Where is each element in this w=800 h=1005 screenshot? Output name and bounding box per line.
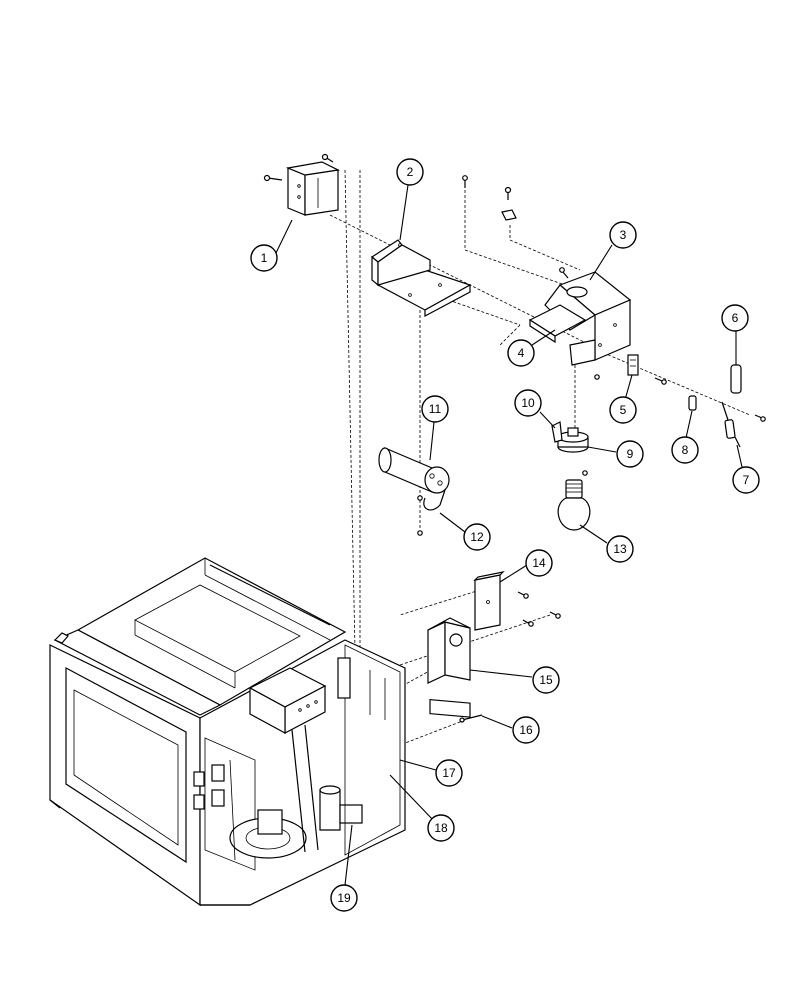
part-strap-12 <box>417 489 446 536</box>
callout-text: 1 <box>261 251 268 265</box>
callout-text: 17 <box>442 766 456 780</box>
callout-text: 6 <box>732 311 739 325</box>
callout-11: 11 <box>421 395 449 423</box>
callout-2: 2 <box>396 158 424 186</box>
part-box-15 <box>427 617 471 718</box>
callout-18: 18 <box>427 814 455 842</box>
callout-text: 9 <box>627 447 634 461</box>
callout-12: 12 <box>463 523 491 551</box>
top-screws <box>462 175 517 221</box>
callout-text: 11 <box>429 402 442 416</box>
callout-text: 13 <box>613 542 627 556</box>
callout-text: 12 <box>470 530 484 544</box>
callout-16: 16 <box>512 716 540 744</box>
part-rod-16 <box>459 714 483 723</box>
part-lamp-socket-9 <box>557 427 589 476</box>
part-cover-14 <box>473 571 561 631</box>
callout-text: 8 <box>682 443 689 457</box>
callout-text: 15 <box>539 673 553 687</box>
part-small-fuse-8 <box>688 395 697 411</box>
leader-lines <box>274 184 743 886</box>
callout-text: 10 <box>521 396 535 410</box>
callout-text: 4 <box>518 346 525 360</box>
callout-14: 14 <box>525 549 553 577</box>
callout-text: 5 <box>620 403 627 417</box>
callout-labels: 1 2 3 4 5 6 7 8 9 10 11 12 13 14 15 16 1… <box>250 158 760 912</box>
part-mounting-plate-2 <box>370 239 472 317</box>
callout-text: 3 <box>620 228 627 242</box>
callout-1: 1 <box>250 244 278 272</box>
part-bracket-1 <box>263 153 340 216</box>
callout-text: 18 <box>434 821 448 835</box>
callout-text: 19 <box>337 891 351 905</box>
callout-8: 8 <box>671 436 699 464</box>
assembly-guide-lines <box>329 169 751 746</box>
oven-chassis <box>49 557 406 907</box>
part-plate-4 <box>528 304 587 344</box>
callout-17: 17 <box>435 759 463 787</box>
part-switch-5 <box>594 354 667 385</box>
callout-13: 13 <box>606 535 634 563</box>
callout-5: 5 <box>609 396 637 424</box>
callout-4: 4 <box>507 339 535 367</box>
part-clip-10 <box>551 421 563 443</box>
callout-text: 16 <box>519 723 533 737</box>
part-capacitor-11 <box>378 447 450 494</box>
callout-7: 7 <box>732 466 760 494</box>
callout-9: 9 <box>616 440 644 468</box>
part-fuse-6 <box>730 364 742 394</box>
callout-10: 10 <box>514 389 542 417</box>
part-lamp-bulb-13 <box>557 479 591 531</box>
part-fuse-holder-7 <box>721 401 766 448</box>
callout-text: 14 <box>532 556 546 570</box>
callout-15: 15 <box>532 666 560 694</box>
callout-3: 3 <box>609 221 637 249</box>
callout-text: 7 <box>743 473 750 487</box>
callout-19: 19 <box>330 884 358 912</box>
callout-text: 2 <box>407 165 414 179</box>
callout-6: 6 <box>721 304 749 332</box>
